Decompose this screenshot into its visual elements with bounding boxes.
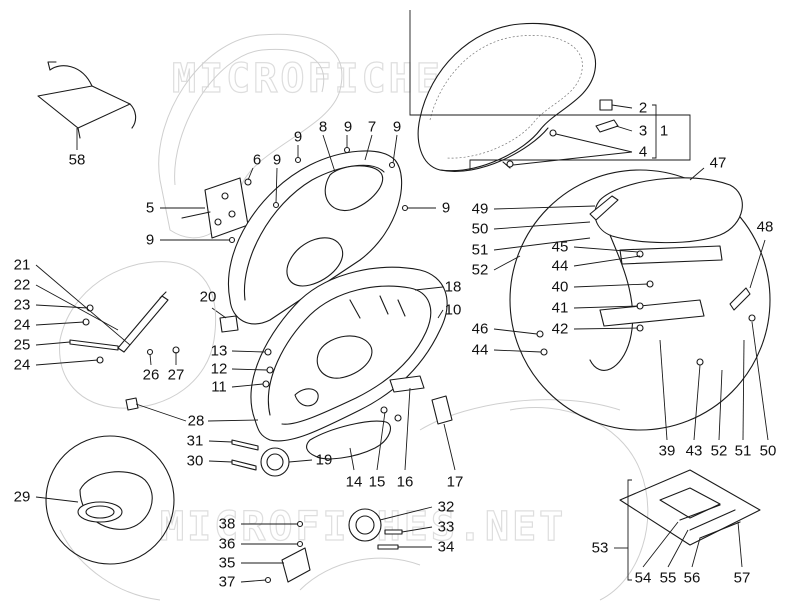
callout-c36: 36 [219,536,236,553]
left-detail-view [35,261,217,409]
callout-c52a: 52 [472,262,489,279]
rear-emblem-view [35,435,175,565]
callout-c43: 43 [686,443,703,460]
callout-c30: 30 [187,453,204,470]
callout-c5: 5 [146,200,154,217]
callout-c51a: 51 [472,242,489,259]
callout-c20: 20 [200,289,217,306]
buffer-28 [125,397,259,422]
callout-c18: 18 [445,279,462,296]
callout-c22: 22 [14,277,31,294]
callout-c10: 10 [445,302,462,319]
callout-c15: 15 [369,474,386,491]
callout-c14: 14 [346,474,363,491]
callout-c3: 3 [639,123,647,140]
hinge-plate [160,167,254,239]
right-detail-view [493,167,771,441]
callout-c38: 38 [219,516,236,533]
callout-c35: 35 [219,555,236,572]
seat-assembly-top [409,10,691,172]
callout-c19: 19 [316,452,333,469]
callout-c24a: 24 [14,317,31,334]
callout-c32: 32 [438,499,455,516]
callout-c9c: 9 [393,119,401,136]
callout-c49: 49 [472,201,489,218]
callout-c25: 25 [14,337,31,354]
callout-c48: 48 [757,219,774,236]
callout-c42: 42 [552,321,569,338]
callout-c4: 4 [639,144,647,161]
callout-c28: 28 [188,413,205,430]
callout-c12: 12 [211,361,228,378]
tail-light-housing [208,439,313,477]
callout-c40: 40 [552,279,569,296]
callout-c7: 7 [368,119,376,136]
callout-c34: 34 [438,539,455,556]
callout-c44a: 44 [552,258,569,275]
lower-bracket-parts [240,506,433,584]
callout-c9f: 9 [146,232,154,249]
rear-cover-pieces [306,375,456,471]
callout-c41: 41 [552,300,569,317]
tool-kit [614,469,761,581]
callout-c2: 2 [639,100,647,117]
callout-c58: 58 [69,152,86,169]
screws-11-13 [231,348,274,388]
callout-c55: 55 [660,570,677,587]
storage-lid [160,134,436,325]
callout-c9e: 9 [442,200,450,217]
callout-c33: 33 [438,519,455,536]
callout-c53: 53 [592,540,609,557]
callout-c29: 29 [14,489,31,506]
callout-c54: 54 [635,570,652,587]
callout-c16: 16 [397,474,414,491]
callout-c50b: 50 [760,443,777,460]
callout-c13: 13 [211,343,228,360]
callout-c45: 45 [552,239,569,256]
callout-c51b: 51 [735,443,752,460]
callout-c17: 17 [447,474,464,491]
callout-c46: 46 [472,321,489,338]
callout-c44b: 44 [472,342,489,359]
callout-c9d: 9 [273,152,281,169]
callout-c47: 47 [710,155,727,172]
callout-c23: 23 [14,297,31,314]
helmet-compartment [250,266,448,442]
callout-c39: 39 [659,443,676,460]
callout-c56: 56 [684,570,701,587]
latch [211,307,239,333]
callout-c6: 6 [253,152,261,169]
callout-c1: 1 [660,123,668,140]
callout-c57: 57 [734,570,751,587]
callout-c9b: 9 [344,119,352,136]
callout-c31: 31 [187,433,204,450]
callout-c37: 37 [219,574,236,591]
callout-c27: 27 [168,367,185,384]
callout-c50a: 50 [472,221,489,238]
callout-c8: 8 [319,119,327,136]
callout-c24b: 24 [14,357,31,374]
callout-c11: 11 [211,379,227,396]
callout-c26: 26 [143,367,160,384]
seat-cover-bag [37,61,137,150]
callout-c52b: 52 [711,443,728,460]
callout-c9a: 9 [294,129,302,146]
callout-c21: 21 [14,257,31,274]
